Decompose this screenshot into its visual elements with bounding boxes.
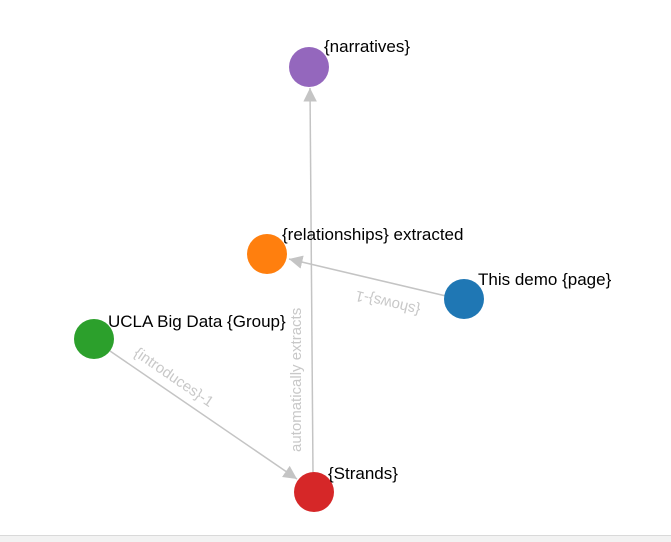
node-strands[interactable] [294,472,334,512]
node-label-strands: {Strands} [328,464,398,483]
edge-ucla-strands[interactable] [109,350,298,480]
node-labels: {narratives} {relationships} extracted T… [108,37,612,483]
node-label-ucla: UCLA Big Data {Group} [108,312,286,331]
node-label-narratives: {narratives} [324,37,410,56]
node-relationships[interactable] [247,234,287,274]
nodes [74,47,484,512]
edge-label-strands-narratives: automatically extracts [288,308,305,452]
bottom-scrollbar[interactable] [0,535,671,542]
node-label-demo: This demo {page} [478,270,612,289]
edge-label-demo-relationships: {shows}-1 [354,287,422,319]
edges [109,87,447,480]
node-ucla[interactable] [74,319,114,359]
node-demo[interactable] [444,279,484,319]
node-narratives[interactable] [289,47,329,87]
node-label-relationships: {relationships} extracted [282,225,463,244]
edge-demo-relationships[interactable] [288,255,447,297]
edge-label-ucla-strands: {introduces}-1 [131,344,217,410]
edge-strands-narratives[interactable] [303,87,317,475]
